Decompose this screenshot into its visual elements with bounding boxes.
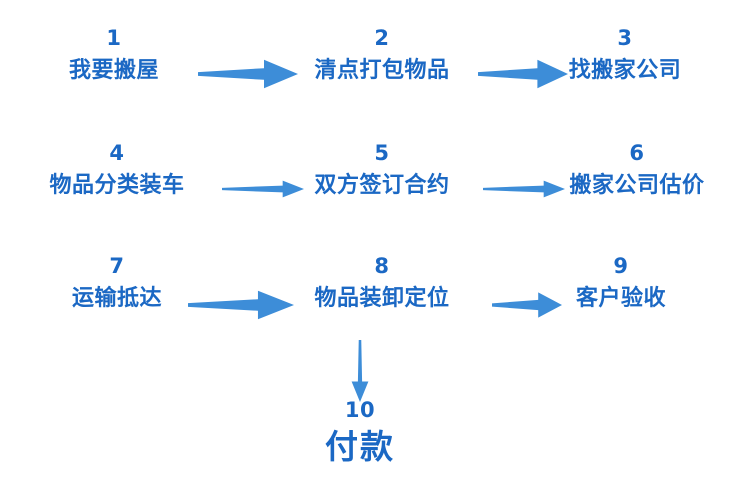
step-label-10: 付款 xyxy=(325,427,395,466)
step-label-9: 客户验收 xyxy=(575,286,667,311)
step-number-9: 9 xyxy=(613,254,629,278)
step-label-5: 双方签订合约 xyxy=(314,173,450,198)
step-label-8: 物品装卸定位 xyxy=(314,286,450,311)
step-label-7: 运输抵达 xyxy=(71,286,163,311)
step-label-2: 清点打包物品 xyxy=(314,58,450,83)
step-node-10: 10 付款 xyxy=(325,398,395,466)
arrow-step8-to-step10-icon xyxy=(346,340,374,402)
step-node-9: 9 客户验收 xyxy=(576,256,666,310)
step-number-10: 10 xyxy=(344,398,376,422)
step-number-6: 6 xyxy=(629,141,645,165)
step-number-1: 1 xyxy=(106,26,122,50)
step-node-2: 2 清点打包物品 xyxy=(314,28,449,82)
arrow-step8-to-step9-icon xyxy=(492,290,562,320)
arrow-step1-to-step2-icon xyxy=(198,57,298,91)
step-number-3: 3 xyxy=(617,26,633,50)
arrow-step5-to-step6-icon xyxy=(483,176,565,202)
step-number-4: 4 xyxy=(109,141,125,165)
step-node-3: 3 找搬家公司 xyxy=(569,28,682,82)
step-node-5: 5 双方签订合约 xyxy=(314,143,449,197)
step-number-7: 7 xyxy=(109,254,125,278)
step-number-8: 8 xyxy=(374,254,390,278)
step-node-8: 8 物品装卸定位 xyxy=(314,256,449,310)
step-node-6: 6 搬家公司估价 xyxy=(569,143,704,197)
step-node-7: 7 运输抵达 xyxy=(72,256,162,310)
step-label-3: 找搬家公司 xyxy=(568,58,682,83)
arrow-step4-to-step5-icon xyxy=(222,176,304,202)
step-number-2: 2 xyxy=(374,26,390,50)
step-node-1: 1 我要搬屋 xyxy=(69,28,159,82)
arrow-step2-to-step3-icon xyxy=(478,57,568,91)
step-label-6: 搬家公司估价 xyxy=(569,173,705,198)
step-label-1: 我要搬屋 xyxy=(68,58,160,83)
arrow-step7-to-step8-icon xyxy=(188,288,294,322)
step-node-4: 4 物品分类装车 xyxy=(49,143,184,197)
step-label-4: 物品分类装车 xyxy=(49,173,185,198)
step-number-5: 5 xyxy=(374,141,390,165)
